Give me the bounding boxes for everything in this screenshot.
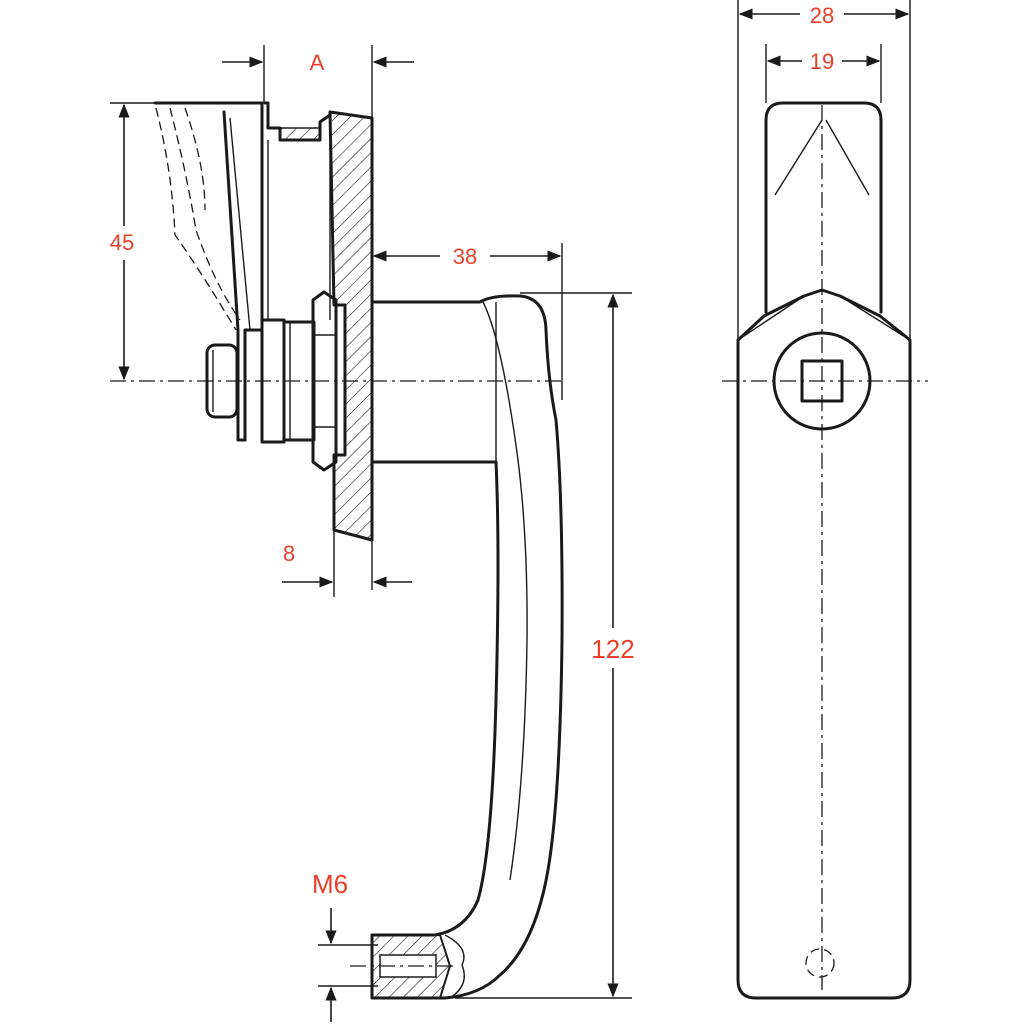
dim-19-gap: [802, 46, 842, 76]
dim-19-label: 19: [810, 49, 834, 74]
square-drive: [800, 359, 844, 403]
cam-swing-dashed-3: [184, 107, 206, 211]
dim-45-label: 45: [110, 230, 134, 255]
cam-swing-dashed-1: [155, 107, 237, 331]
dim-45-gap: [104, 226, 144, 260]
hex-nut: [311, 290, 338, 472]
front-screw-hole: [805, 948, 835, 978]
front-cam-chamfer-right: [825, 119, 870, 196]
dim-122-gap: [586, 628, 642, 668]
front-cam-chamfer-left: [774, 119, 823, 196]
dim-28-label: 28: [810, 3, 834, 28]
side-view: [110, 101, 565, 1000]
handle-ridge: [482, 301, 528, 881]
handle-end-break: [444, 934, 465, 999]
dim-a-label: A: [310, 50, 325, 75]
handle-body: [370, 294, 564, 1000]
dim-38-label: 38: [453, 244, 477, 269]
cam-bracket-edge: [229, 117, 251, 331]
cam-bracket: [153, 101, 264, 442]
front-view: [722, 101, 928, 1000]
spacer-ring-hatch: [279, 127, 321, 141]
dim-38-gap: [440, 240, 490, 272]
dim-m6-label: M6: [312, 869, 348, 899]
square-shaft-end: [205, 343, 239, 419]
front-handle-body: [736, 288, 912, 1000]
dim-28-gap: [800, 0, 844, 30]
side-dimensions: A 45 38 8 122 M6: [104, 45, 642, 1022]
front-cam: [764, 101, 883, 314]
front-dimensions: 28 19: [737, 0, 911, 340]
dim-8-label: 8: [283, 541, 295, 566]
front-handle-shoulder-right: [839, 295, 911, 341]
dim-122-label: 122: [591, 634, 634, 664]
front-boss: [772, 331, 872, 431]
front-handle-shoulder-left: [737, 295, 805, 341]
cam-swing-dashed-2: [169, 107, 241, 321]
